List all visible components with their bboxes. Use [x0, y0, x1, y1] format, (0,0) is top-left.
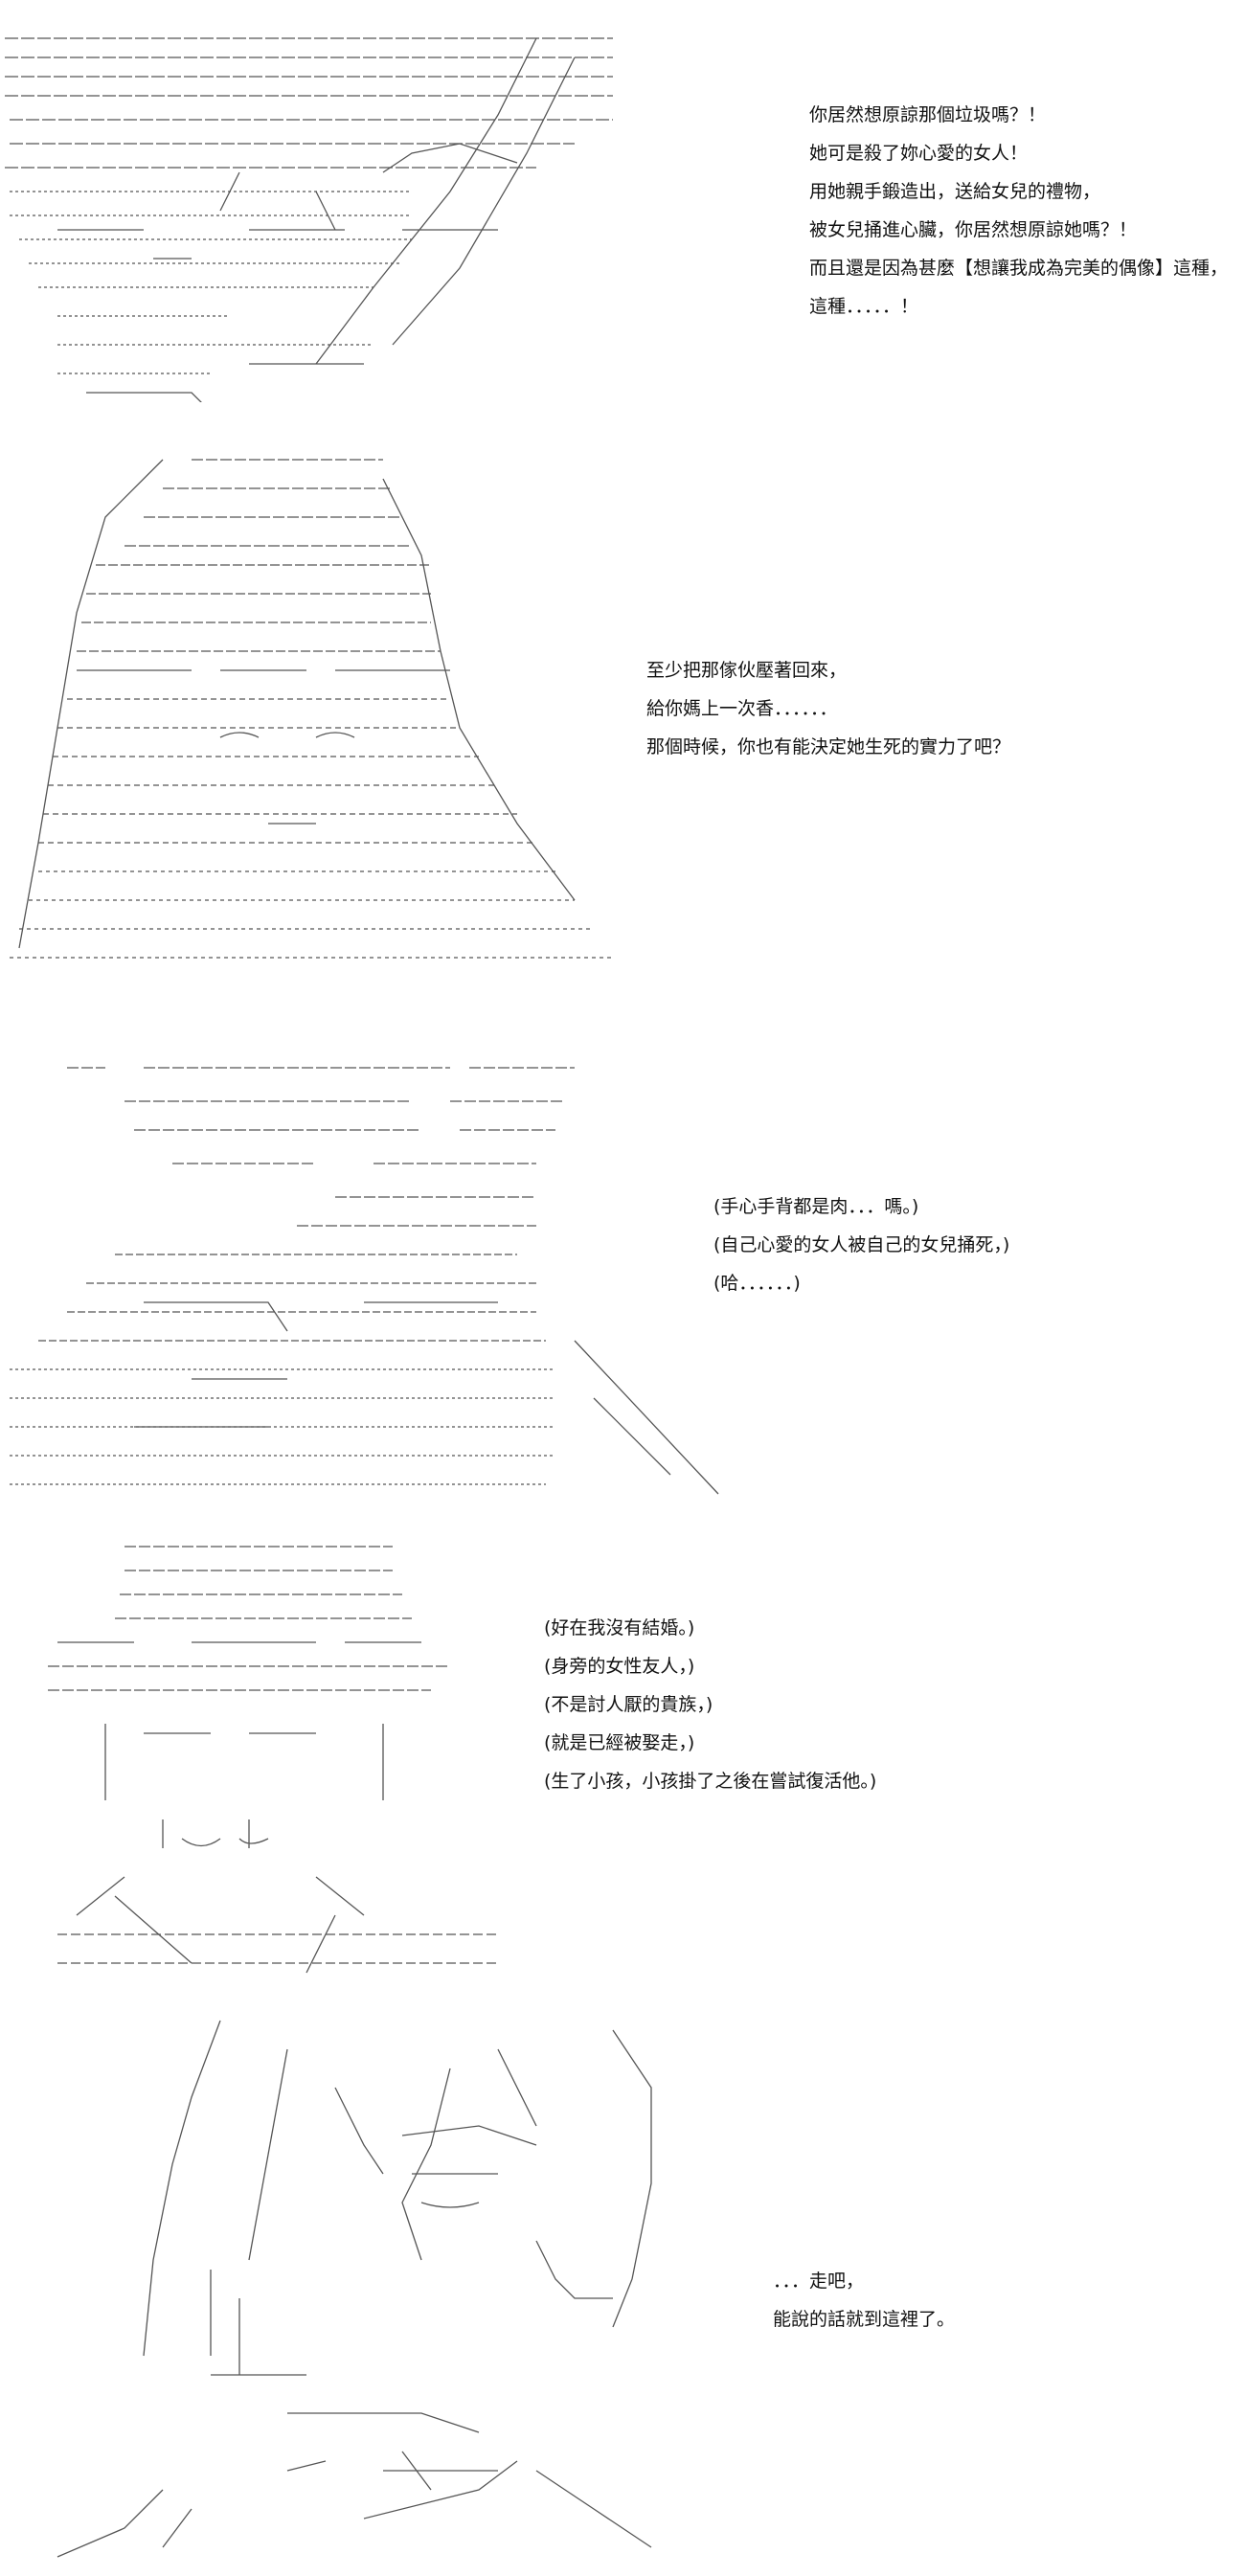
panel-1: 你居然想原諒那個垃圾嗎？！ 她可是殺了妳心愛的女人！ 用她親手鍛造出，送給女兒的… [0, 0, 1245, 402]
dialog-line: (身旁的女性友人，) [544, 1656, 695, 1677]
dialog-line: 這種．．．．．！ [809, 296, 919, 317]
ascii-art-long-haired-figure [0, 441, 728, 1025]
dialog-line: 能說的話就到這裡了。 [773, 2309, 956, 2330]
dialog-line: 至少把那傢伙壓著回來， [646, 660, 848, 681]
panel-5: ．．．走吧， 能說的話就到這裡了。 [0, 2011, 1245, 2566]
dialog-line: ．．．走吧， [773, 2271, 865, 2292]
dialog-line: (手心手背都是肉．．．嗎。) [713, 1196, 919, 1217]
panel-2: 至少把那傢伙壓著回來， 給你媽上一次香．．．．．． 那個時候，你也有能決定她生死… [0, 441, 1245, 1025]
panel-4: (好在我沒有結婚。) (身旁的女性友人，) (不是討人厭的貴族，) (就是已經被… [0, 1532, 1245, 1992]
dialog-box-4: (好在我沒有結婚。) (身旁的女性友人，) (不是討人厭的貴族，) (就是已經被… [544, 1609, 876, 1800]
dialog-box-2: 至少把那傢伙壓著回來， 給你媽上一次香．．．．．． 那個時候，你也有能決定她生死… [646, 651, 1010, 766]
dialog-line: 你居然想原諒那個垃圾嗎？！ [809, 104, 1047, 125]
dialog-line: (生了小孩，小孩掛了之後在嘗試復活他。) [544, 1771, 877, 1792]
ascii-art-sketch-figure [0, 2011, 747, 2566]
ascii-art-hooded-figure [0, 0, 728, 402]
dialog-line: (好在我沒有結婚。) [544, 1617, 695, 1638]
dialog-line: 用她親手鍛造出，送給女兒的禮物， [809, 181, 1101, 202]
panel-3: (手心手背都是肉．．．嗎。) (自己心愛的女人被自己的女兒捅死，) (哈．．．．… [0, 1053, 1245, 1513]
ascii-art-face-closeup [0, 1053, 728, 1513]
dialog-line: (不是討人厭的貴族，) [544, 1694, 713, 1715]
dialog-line: (就是已經被娶走，) [544, 1732, 695, 1753]
dialog-line: 而且還是因為甚麼【想讓我成為完美的偶像】這種， [809, 258, 1229, 279]
ascii-art-hat-man [0, 1532, 728, 1992]
dialog-line: 她可是殺了妳心愛的女人！ [809, 143, 1029, 164]
dialog-box-1: 你居然想原諒那個垃圾嗎？！ 她可是殺了妳心愛的女人！ 用她親手鍛造出，送給女兒的… [809, 96, 1228, 326]
dialog-box-3: (手心手背都是肉．．．嗎。) (自己心愛的女人被自己的女兒捅死，) (哈．．．．… [713, 1187, 1009, 1302]
dialog-line: 給你媽上一次香．．．．．． [646, 698, 838, 719]
dialog-line: (自己心愛的女人被自己的女兒捅死，) [713, 1234, 1010, 1255]
dialog-box-5: ．．．走吧， 能說的話就到這裡了。 [773, 2262, 955, 2339]
dialog-line: 那個時候，你也有能決定她生死的實力了吧？ [646, 736, 1011, 757]
dialog-line: (哈．．．．．．) [713, 1273, 801, 1294]
dialog-line: 被女兒捅進心臟，你居然想原諒她嗎？！ [809, 219, 1138, 240]
